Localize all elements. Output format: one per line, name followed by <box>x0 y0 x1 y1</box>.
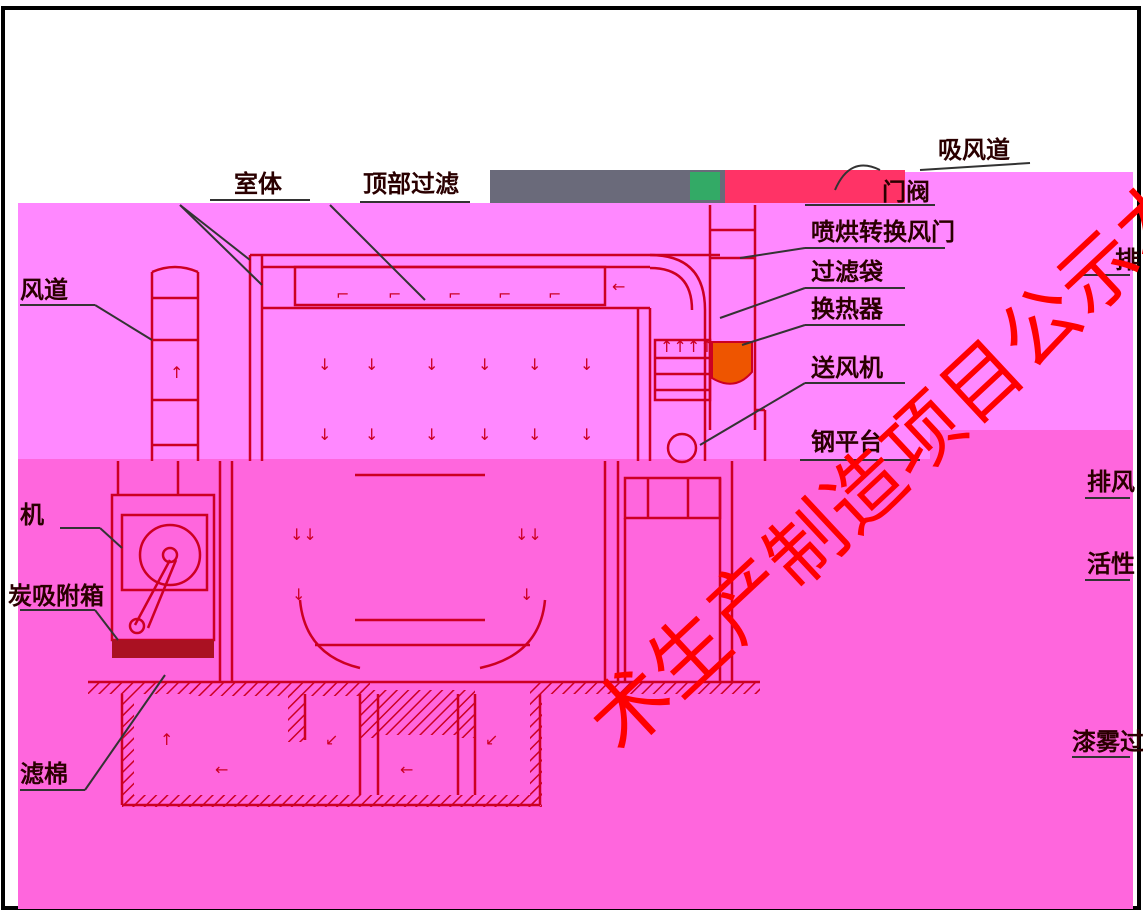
grate-hatch <box>378 690 458 735</box>
upper-right-pink-panel <box>900 172 1133 432</box>
svg-text:↓: ↓ <box>365 425 378 444</box>
pit-baffle <box>288 694 305 742</box>
svg-text:⌐: ⌐ <box>448 285 461 304</box>
airflow-arrows-lower: ↓↓↓↓ ↓↓ ↑←← ↙↙ <box>160 525 542 779</box>
floor-hatch-mid <box>190 682 370 696</box>
suction-duct-leader <box>919 162 1031 171</box>
floor-hatch-left <box>88 682 198 694</box>
svg-text:↓↓: ↓↓ <box>515 525 542 544</box>
svg-text:↙: ↙ <box>325 730 338 749</box>
pit-column-left <box>360 690 378 738</box>
svg-text:⌐: ⌐ <box>548 285 561 304</box>
label-steel-platform: 钢平台 <box>811 427 883 456</box>
glitch-strip-red <box>725 170 905 203</box>
svg-text:↓: ↓ <box>365 355 378 374</box>
label-activated-right: 活性 <box>1087 549 1135 578</box>
pit-wall-right <box>530 694 542 806</box>
label-leaders <box>20 199 1130 791</box>
label-top-filter: 顶部过滤 <box>363 169 459 198</box>
svg-text:↓: ↓ <box>478 425 491 444</box>
svg-text:⌐: ⌐ <box>498 285 511 304</box>
svg-text:↓: ↓ <box>520 585 533 604</box>
label-valve: 门阀 <box>882 177 930 206</box>
svg-text:↙: ↙ <box>485 730 498 749</box>
glitch-strip-green <box>690 172 720 200</box>
svg-text:↓: ↓ <box>528 425 541 444</box>
svg-text:←: ← <box>612 277 625 296</box>
label-filter-bag: 过滤袋 <box>811 257 883 286</box>
label-carbon-box: 炭吸附箱 <box>8 581 104 610</box>
suction-duct-cap <box>834 164 881 191</box>
svg-text:↓: ↓ <box>425 425 438 444</box>
booth-lines <box>150 205 767 464</box>
label-left-duct: 风道 <box>20 275 68 304</box>
label-left-machine: 机 <box>20 500 44 529</box>
svg-text:←: ← <box>400 760 413 779</box>
svg-text:↓: ↓ <box>580 425 593 444</box>
label-exhaust-right: 排风 <box>1087 467 1135 496</box>
pit-wall-left <box>122 694 134 806</box>
label-right-edge-top: 排 <box>1115 245 1139 274</box>
svg-text:↑: ↑ <box>160 730 173 749</box>
right-lower-pink-panel <box>930 430 1133 465</box>
label-chamber-body: 室体 <box>234 169 282 198</box>
svg-text:↓: ↓ <box>318 355 331 374</box>
svg-text:↓: ↓ <box>292 585 305 604</box>
svg-text:↓: ↓ <box>580 355 593 374</box>
svg-text:↓: ↓ <box>478 355 491 374</box>
svg-text:↓↓: ↓↓ <box>290 525 317 544</box>
svg-text:←: ← <box>215 760 228 779</box>
label-heat-exchanger: 换热器 <box>811 294 883 323</box>
label-suction-duct: 吸风道 <box>938 135 1010 164</box>
svg-text:↓: ↓ <box>528 355 541 374</box>
svg-text:↑: ↑ <box>170 363 183 382</box>
label-supply-fan: 送风机 <box>811 353 883 382</box>
filter-cotton-band <box>112 640 214 658</box>
label-spray-bake-damper: 喷烘转换风门 <box>811 217 955 246</box>
pit-column-right <box>458 690 475 738</box>
label-paint-mist-right: 漆雾过 <box>1072 727 1143 756</box>
airflow-arrows-top: ⌐ ⌐ ⌐ ⌐ ⌐ ← ↓ ↓ ↓ ↓ ↓ ↓ ↓ ↓ ↓ ↓ ↓ ↓ ↑ ↑↑↑↑ <box>170 277 714 444</box>
pit-floor <box>122 795 542 807</box>
svg-text:⌐: ⌐ <box>388 285 401 304</box>
svg-text:↑↑↑↑: ↑↑↑↑ <box>660 337 714 356</box>
label-filter-cotton: 滤棉 <box>20 759 68 788</box>
svg-text:⌐: ⌐ <box>336 285 349 304</box>
floor-hatch-right <box>530 682 760 694</box>
svg-text:↓: ↓ <box>318 425 331 444</box>
svg-text:↓: ↓ <box>425 355 438 374</box>
heat-exchanger-shape <box>711 341 753 385</box>
